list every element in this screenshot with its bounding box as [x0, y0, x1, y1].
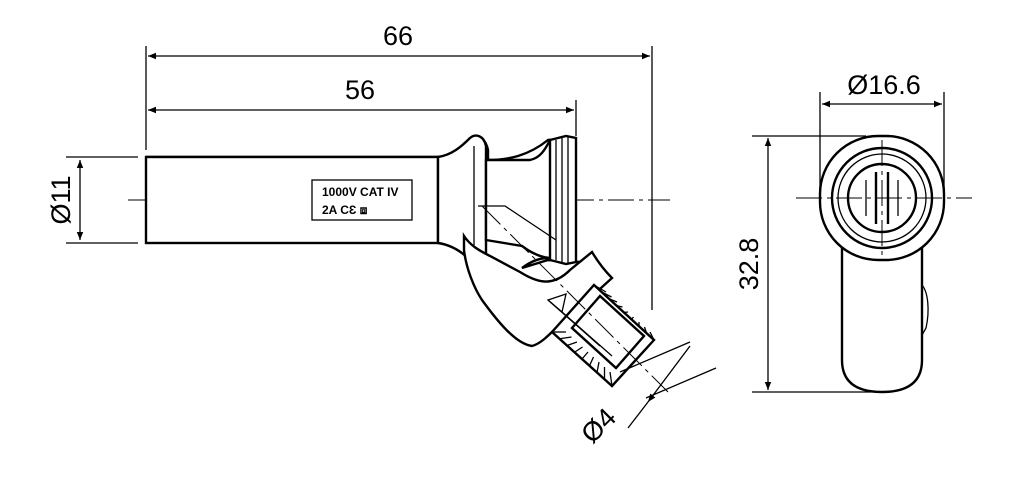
dimension-diameter-11: Ø11 — [46, 156, 138, 244]
dimension-66: 66 — [145, 21, 653, 310]
pin-diameter-label: Ø4 — [575, 402, 622, 449]
hatch-line — [574, 346, 583, 353]
dimension-diameter-16-6: Ø16.6 — [819, 70, 945, 190]
head-diameter-label: Ø16.6 — [847, 70, 921, 100]
dimension-56: 56 — [148, 75, 577, 136]
end-view-stem — [840, 248, 924, 394]
hatch-line — [566, 341, 578, 347]
hatch-line — [559, 336, 572, 340]
flange — [548, 134, 578, 266]
hatch-line — [601, 291, 612, 298]
rating-line-2: 2A CƐ ⧈ — [322, 203, 368, 217]
hatch-line — [616, 304, 623, 308]
hatch-line — [643, 326, 648, 334]
hatch-line — [631, 316, 634, 320]
hatch-line — [588, 356, 595, 367]
collar — [436, 134, 488, 264]
end-view: Ø16.6 32.8 — [734, 70, 972, 394]
channel-line — [478, 205, 557, 241]
dimension-32-8: 32.8 — [734, 135, 876, 393]
body-length-label: 56 — [345, 75, 375, 105]
side-view: Ø11 66 56 Ø4 1000V CAT IV 2A CƐ ⧈ — [46, 21, 717, 449]
rating-line-1: 1000V CAT IV — [322, 185, 398, 199]
body-diameter-label: Ø11 — [46, 175, 76, 224]
hatch-line — [596, 361, 600, 373]
neck — [484, 138, 554, 260]
body-tube — [144, 155, 440, 245]
overall-length-label: 66 — [383, 21, 413, 51]
hatch-line — [581, 351, 589, 360]
hatch-line — [593, 284, 607, 293]
rating-marking: 1000V CAT IV 2A CƐ ⧈ — [311, 179, 413, 221]
hatch-line — [623, 311, 629, 314]
center-line-angled — [481, 205, 669, 393]
hatch-line — [649, 331, 655, 341]
height-label: 32.8 — [734, 238, 764, 291]
hatch-line — [608, 298, 618, 303]
hatch-line — [609, 371, 613, 387]
